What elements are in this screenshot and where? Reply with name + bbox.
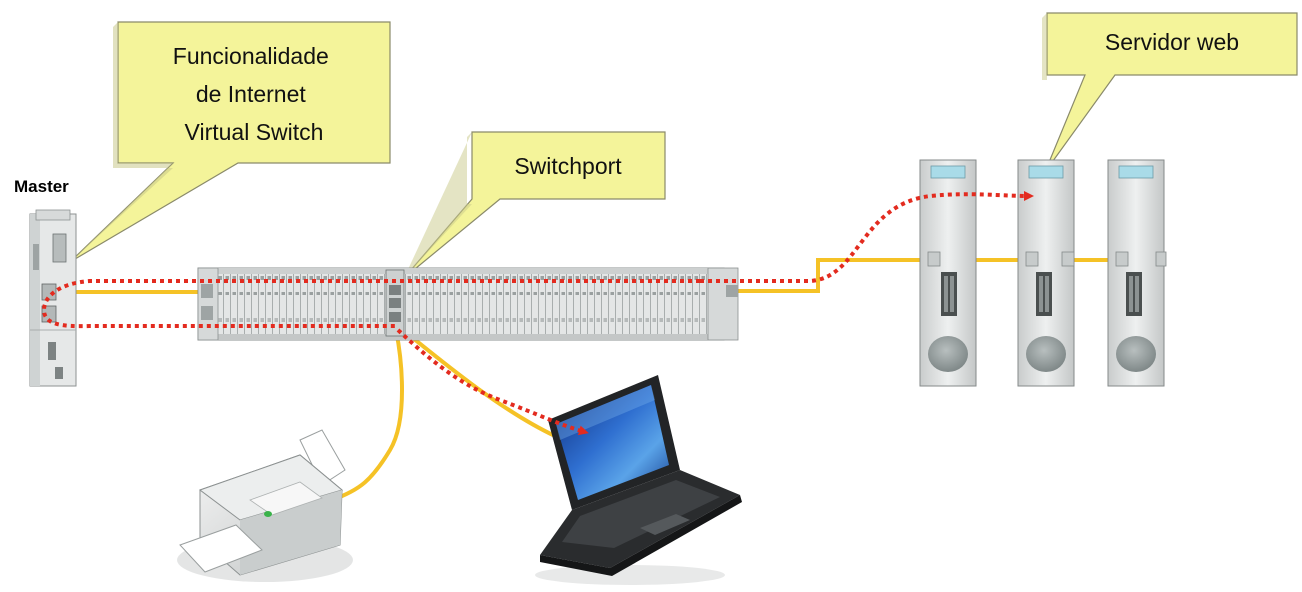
callout-internet-virtual-switch: Funcionalidade de Internet Virtual Switc… [69, 21, 391, 263]
master-controller [29, 209, 77, 387]
master-label: Master [14, 177, 69, 196]
cables [64, 258, 1120, 502]
callout-internet-line-1: Funcionalidade [173, 43, 329, 69]
callout-webserver: Servidor web [1042, 12, 1298, 173]
io-module-3 [1107, 159, 1167, 387]
io-module-2 [1017, 159, 1075, 387]
io-modules [919, 159, 1167, 387]
io-rack [197, 267, 739, 341]
callout-internet-line-2: de Internet [196, 81, 307, 107]
callout-webserver-label: Servidor web [1105, 29, 1239, 55]
laptop [535, 375, 742, 585]
callout-switchport: Switchport [403, 131, 666, 279]
svg-text:Funcionalidade de Intern: Funcionalidade de Internet Virtual Switc… [173, 43, 335, 145]
io-module-1 [919, 159, 977, 387]
callout-internet-line-3: Virtual Switch [185, 119, 324, 145]
printer [177, 429, 353, 582]
callout-switchport-label: Switchport [514, 153, 622, 179]
data-flow [41, 190, 1034, 436]
